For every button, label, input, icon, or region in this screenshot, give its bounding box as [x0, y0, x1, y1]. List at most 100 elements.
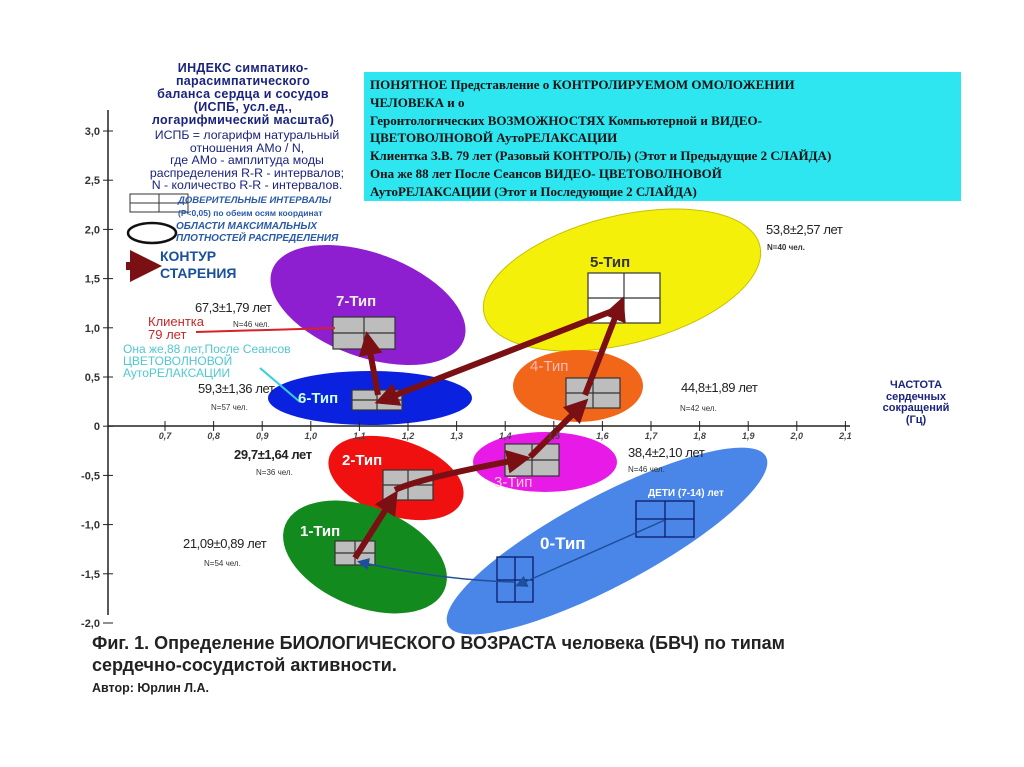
ci-legend-sub: (P<0,05) по обеим осям координат	[178, 208, 323, 218]
info-box: ПОНЯТНОЕ Представление о КОНТРОЛИРУЕМОМ …	[364, 72, 961, 201]
caption-line-1: Фиг. 1. Определение БИОЛОГИЧЕСКОГО ВОЗРА…	[92, 633, 785, 653]
x-tick-label: 0,7	[159, 431, 173, 441]
formula-line: отношения АМо / N,	[189, 140, 305, 155]
formula-line: ИСПБ = логарифм натуральный	[154, 128, 340, 142]
x-tick-label: 1,4	[499, 431, 512, 441]
aging-contour-arrows	[352, 296, 626, 560]
type0-to-type1-arrow	[357, 558, 516, 583]
y-axis-title-line: (ИСПБ, усл.ед.,	[193, 100, 293, 114]
formula-line: где АМо - амплитуда моды	[170, 153, 324, 168]
y-axis-title-line: парасимпатического	[175, 74, 311, 88]
x-tick-label: 1,9	[742, 431, 755, 441]
ci-box-children	[635, 500, 695, 538]
type-7-label: 7-Тип	[336, 293, 377, 310]
type-2-n: N=36 чел.	[256, 468, 293, 477]
x-tick-label: 1,8	[693, 431, 706, 441]
y-axis-title-line: логарифмический масштаб)	[151, 113, 335, 127]
type-5-label: 5-Тип	[590, 254, 631, 271]
type-7-age: 67,3±1,79 лет	[195, 300, 272, 315]
client-pointer-line	[195, 327, 336, 333]
formula-line: распределения R-R - интервалов;	[149, 165, 345, 180]
type-4-label: 4-Тип	[530, 358, 569, 375]
caption-line-2: сердечно-сосудистой активности.	[92, 655, 397, 675]
type-5-age: 53,8±2,57 лет	[766, 222, 843, 237]
x-tick-label: 1,0	[305, 431, 318, 441]
formula-line: N - количество R-R - интервалов.	[151, 178, 343, 193]
type-6-n: N=57 чел.	[211, 403, 248, 412]
type-3-age: 38,4±2,10 лет	[628, 445, 705, 460]
figure-caption: Фиг. 1. Определение БИОЛОГИЧЕСКОГО ВОЗРА…	[92, 632, 992, 676]
type-4-n: N=42 чел.	[680, 404, 717, 413]
ci-box-7	[332, 316, 396, 350]
type-2-label: 2-Тип	[342, 452, 383, 469]
y-tick-label: 0	[94, 421, 100, 433]
info-box-line: ПОНЯТНОЕ Представление о КОНТРОЛИРУЕМОМ …	[370, 77, 795, 92]
type-1-label: 1-Тип	[300, 523, 341, 540]
info-box-line: Геронтологических ВОЗМОЖНОСТЯХ Компьютер…	[370, 112, 762, 128]
x-tick-label: 0,8	[207, 431, 220, 441]
type-2-age: 29,7±1,64 лет	[234, 447, 312, 462]
x-tick-label: 1,3	[450, 431, 463, 441]
ci-legend-label: ДОВЕРИТЕЛЬНЫЕ ИНТЕРВАЛЫ	[178, 195, 332, 206]
y-tick-label: -0,5	[81, 470, 100, 482]
type-1-age: 21,09±0,89 лет	[183, 536, 267, 551]
info-box-line: Она же 88 лет После Сеансов ВИДЕО- ЦВЕТО…	[370, 165, 722, 181]
author: Автор: Юрлин Л.А.	[92, 681, 210, 695]
x-tick-label: 2,0	[790, 431, 804, 441]
density-label-2: ПЛОТНОСТЕЙ РАСПРЕДЕЛЕНИЯ	[176, 233, 339, 244]
y-tick-label: 1,0	[85, 323, 100, 335]
x-tick-label: 0,9	[256, 431, 269, 441]
type-7-n: N=46 чел.	[233, 320, 270, 329]
x-tick-label: 1,7	[645, 431, 659, 441]
x-tick-label: 1,1	[353, 431, 366, 441]
x-tick-label: 2,1	[838, 431, 852, 441]
client-label-2: 79 лет	[148, 327, 187, 342]
info-box-line: Клиентка З.В. 79 лет (Разовый КОНТРОЛЬ) …	[370, 148, 832, 164]
x-axis-title-line: сокращений	[882, 402, 950, 414]
y-tick-label: -1,0	[81, 520, 100, 532]
type-4-age: 44,8±1,89 лет	[681, 380, 758, 395]
info-box-line: АутоРЕЛАКСАЦИИ (Этот и Последующие 2 СЛА…	[370, 183, 697, 199]
y-tick-label: 3,0	[85, 126, 100, 138]
after-label-1: Она же,88 лет,После Сеансов	[123, 342, 291, 356]
type-7-region	[270, 244, 466, 366]
x-tick-label: 1,5	[548, 431, 562, 441]
type-6-label: 6-Тип	[298, 390, 339, 407]
y-tick-label: 0,5	[85, 372, 100, 384]
type-3-n: N=46 чел.	[628, 465, 665, 474]
client-label-1: Клиентка	[148, 314, 204, 329]
info-box-line: ЧЕЛОВЕКА и о	[370, 94, 465, 110]
y-tick-label: 2,0	[85, 224, 100, 236]
contour-label-2: СТАРЕНИЯ	[160, 265, 237, 281]
x-axis-title-line: сердечных	[885, 390, 947, 403]
ci-legend: ДОВЕРИТЕЛЬНЫЕ ИНТЕРВАЛЫ (P<0,05) по обеим…	[178, 194, 378, 220]
y-tick-label: 1,5	[85, 274, 100, 286]
type-5-n: N=40 чел.	[767, 243, 805, 252]
x-axis-title-line: (Гц)	[905, 413, 927, 426]
type-3-label: 3-Тип	[494, 474, 533, 491]
legend-ci-box-icon	[129, 193, 189, 213]
after-label-3: АутоРЕЛАКСАЦИИ	[123, 366, 231, 380]
contour-label-1: КОНТУР	[160, 248, 217, 264]
legend-ellipse-icon	[126, 221, 178, 245]
y-tick-label: 2,5	[85, 175, 100, 187]
density-label-1: ОБЛАСТИ МАКСИМАЛЬНЫХ	[176, 221, 317, 232]
x-axis-title-line: ЧАСТОТА	[889, 379, 943, 391]
y-axis-title-line: ИНДЕКС симпатико-	[177, 61, 309, 75]
type-6-age: 59,3±1,36 лет	[198, 381, 275, 396]
type-0-label: 0-Тип	[540, 534, 586, 553]
y-tick-label: -1,5	[81, 569, 100, 581]
type-0-region	[446, 447, 768, 635]
children-label: ДЕТИ (7-14) лет	[648, 488, 724, 499]
after-pointer-line	[259, 367, 301, 403]
info-box-line: ЦВЕТОВОЛНОВОЙ АутоРЕЛАКСАЦИИ	[370, 130, 618, 146]
